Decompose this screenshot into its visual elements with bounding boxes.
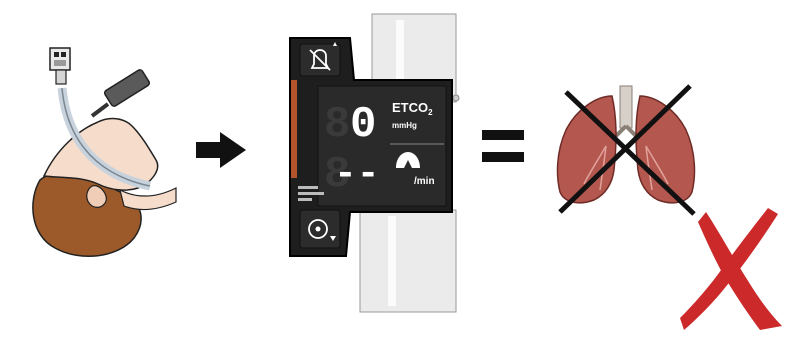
etco2-value: 0 xyxy=(350,100,376,150)
etco2-label-group: ETCO2 xyxy=(392,100,433,117)
tube-connector-icon xyxy=(49,47,71,85)
ghost-digit: 8 xyxy=(324,100,350,150)
red-x-icon xyxy=(680,208,782,330)
patient-face xyxy=(42,117,159,191)
alarm-silence-button[interactable] xyxy=(299,42,341,77)
etco2-unit: mmHg xyxy=(392,121,417,130)
lungs-rate-icon xyxy=(396,152,420,168)
capnometer-icon: 8 8 0 -- ETCO2 mmHg /min xyxy=(289,13,460,313)
patient-neck xyxy=(119,187,177,211)
etco2-subscript: 2 xyxy=(428,108,433,117)
etco2-label: ETCO xyxy=(392,100,428,115)
signal-bars-icon xyxy=(298,186,324,201)
rate-value: -- xyxy=(334,153,380,196)
rate-unit: /min xyxy=(414,176,435,187)
crossed-out-lungs-icon xyxy=(556,84,696,216)
menu-select-button[interactable] xyxy=(299,209,341,249)
alarm-silence-icon xyxy=(309,42,337,71)
monitor-display xyxy=(317,85,447,207)
airway-tube-bottom xyxy=(359,209,457,313)
intubated-patient-icon xyxy=(32,47,177,258)
patient-ear xyxy=(86,185,107,208)
target-icon xyxy=(308,219,336,241)
monitor-accent xyxy=(291,80,297,178)
ghost-digit: 8 xyxy=(324,150,350,200)
tube-outline xyxy=(61,87,151,187)
laryngoscope-icon xyxy=(90,69,151,118)
black-cross-icon xyxy=(558,84,696,216)
equals-icon xyxy=(482,130,524,162)
right-arrow-icon xyxy=(196,132,246,168)
